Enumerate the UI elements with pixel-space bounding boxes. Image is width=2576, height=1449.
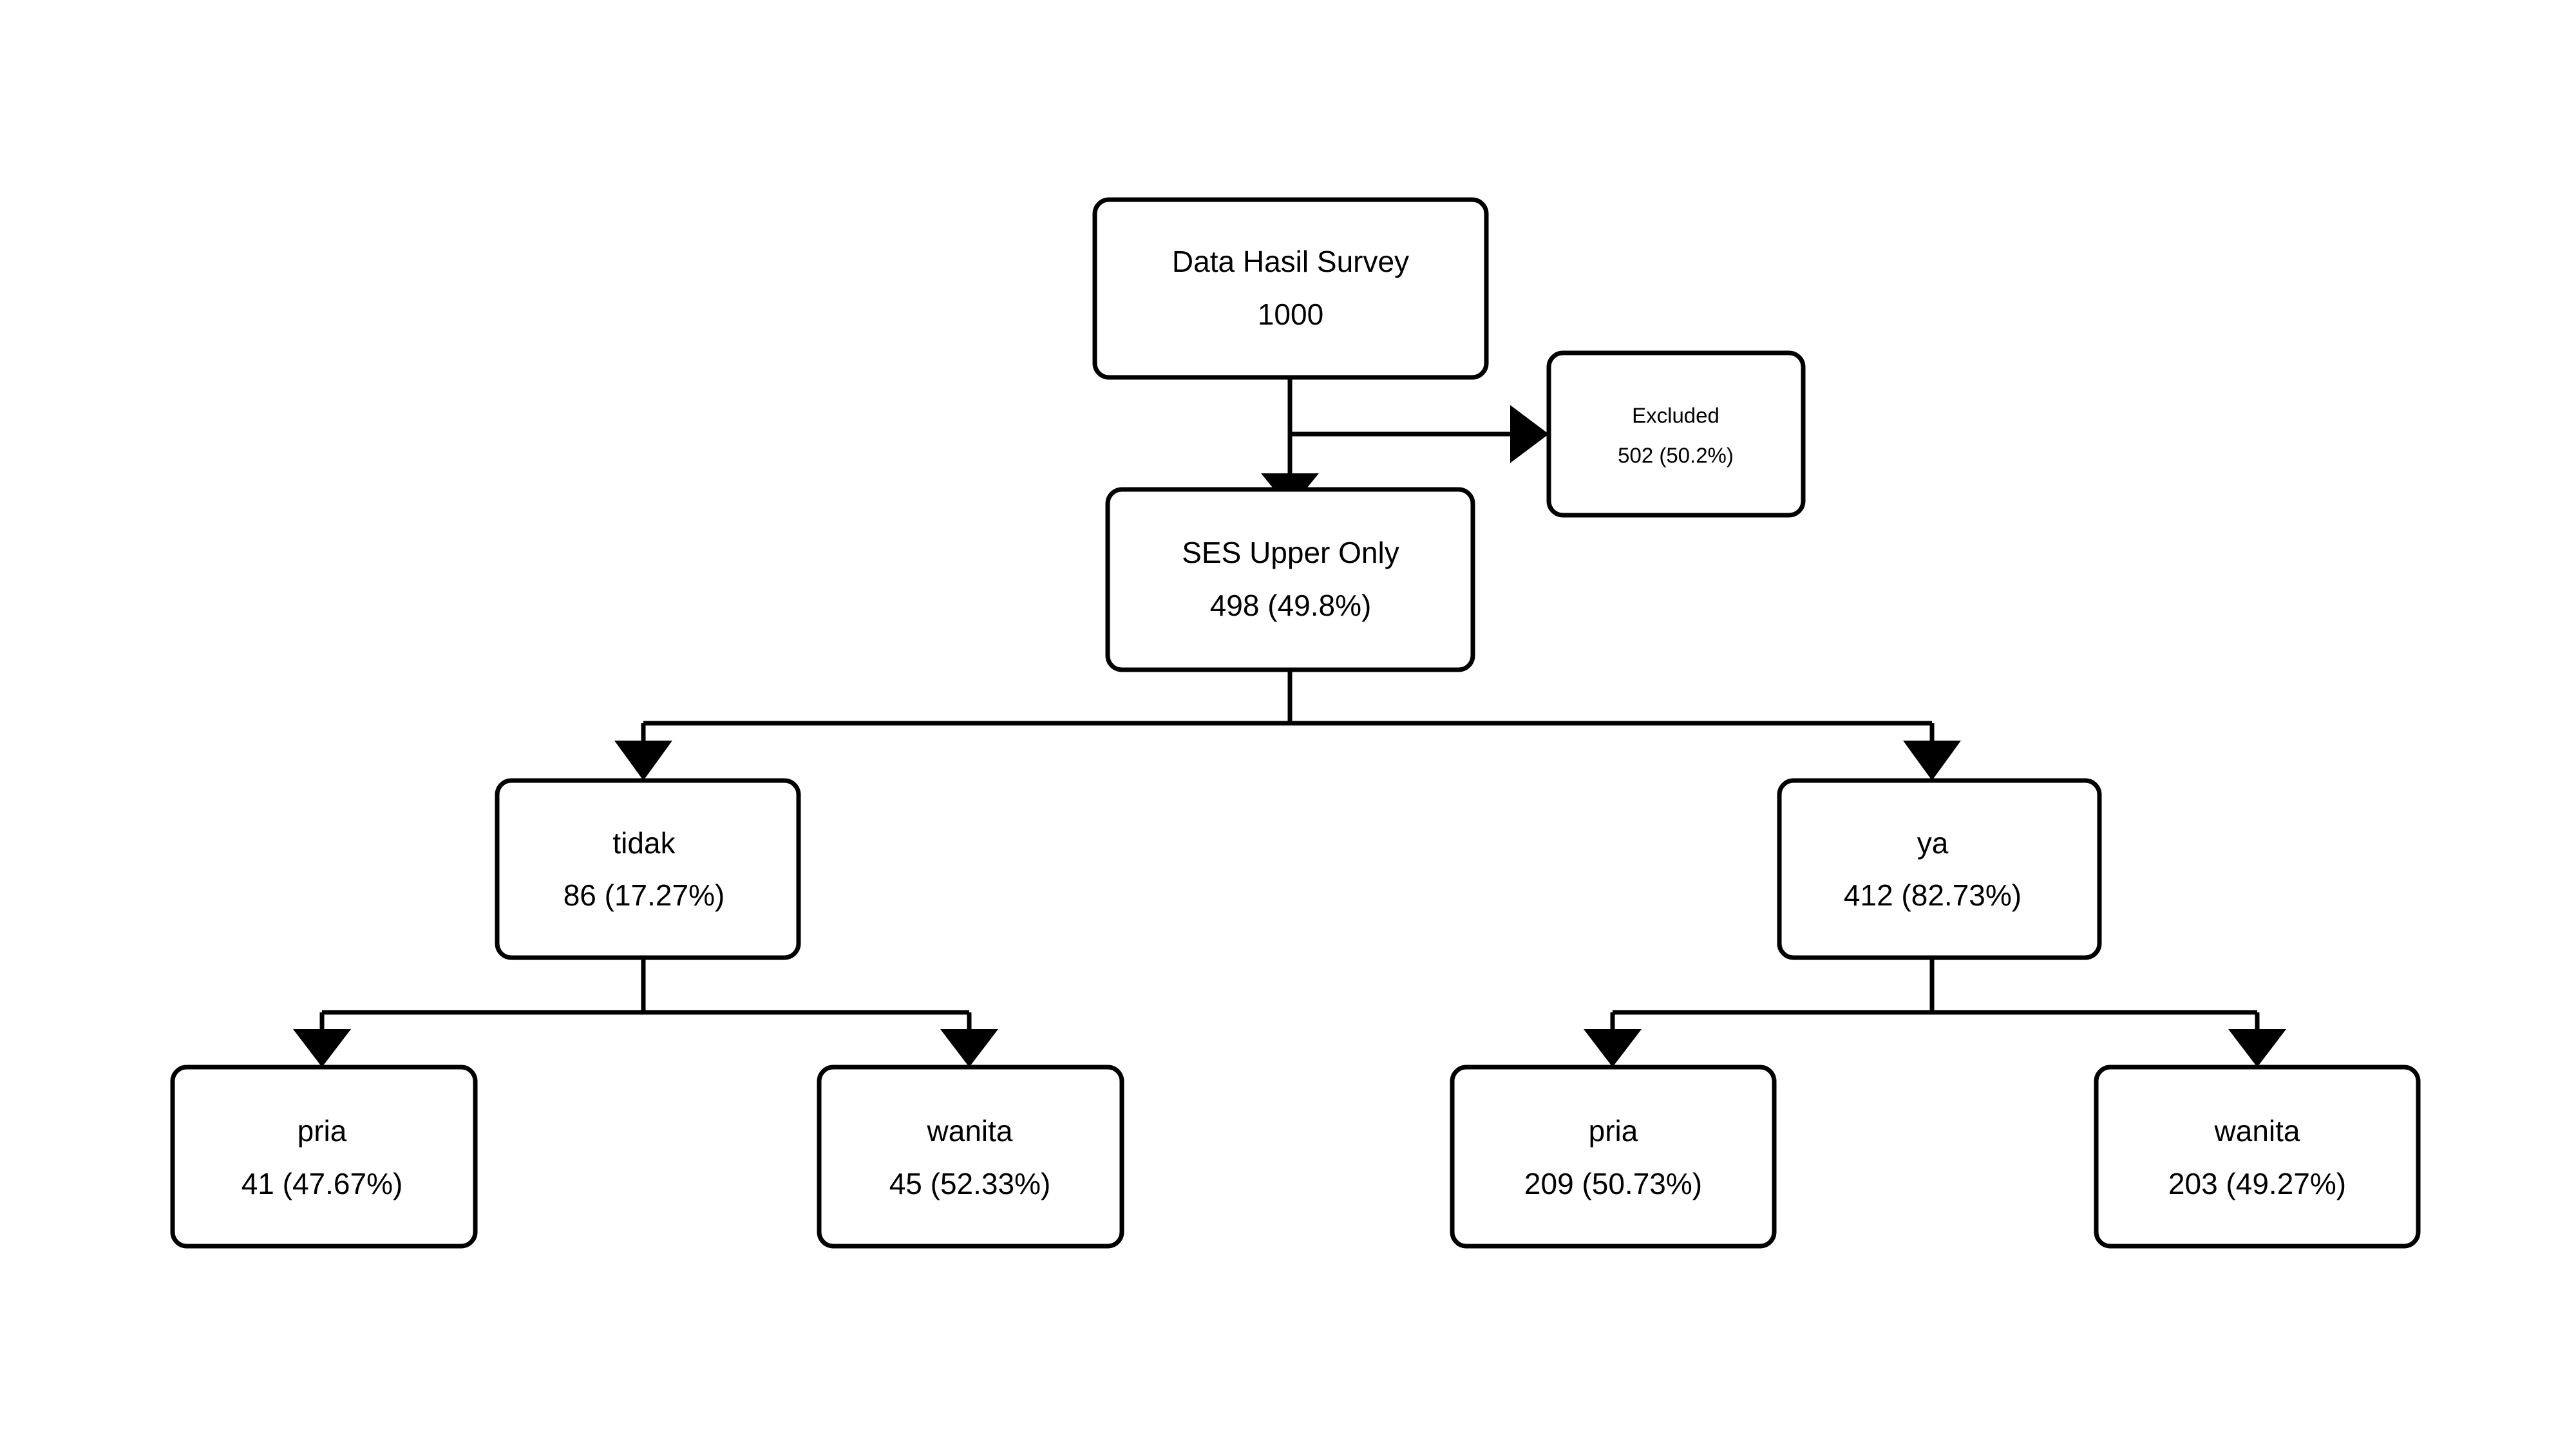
arrowhead-tidak-wanita bbox=[940, 1029, 998, 1067]
node-excluded-line1: Excluded bbox=[1632, 404, 1719, 428]
node-ya-pria-line2: 209 (50.73%) bbox=[1524, 1167, 1702, 1200]
node-box-tidak-pria[interactable] bbox=[170, 1065, 478, 1249]
arrowhead-tidak bbox=[614, 741, 672, 781]
node-ya-wanita-line1: wanita bbox=[2214, 1114, 2300, 1148]
node-ya-line2: 412 (82.73%) bbox=[1844, 878, 2022, 912]
node-ya-wanita[interactable]: wanita 203 (49.27%) bbox=[2094, 1065, 2421, 1249]
arrowhead-ya-pria bbox=[1584, 1029, 1642, 1067]
node-ya[interactable]: ya 412 (82.73%) bbox=[1777, 778, 2102, 960]
node-ya-wanita-line2: 203 (49.27%) bbox=[2168, 1167, 2346, 1200]
node-ya-line1: ya bbox=[1917, 826, 1949, 860]
node-box-root[interactable] bbox=[1092, 197, 1489, 380]
node-box-included[interactable] bbox=[1105, 487, 1475, 672]
node-tidak-pria-line2: 41 (47.67%) bbox=[242, 1167, 403, 1200]
arrowhead-ya bbox=[1903, 741, 1961, 781]
node-tidak-line2: 86 (17.27%) bbox=[564, 878, 725, 912]
node-box-excluded[interactable] bbox=[1546, 350, 1806, 518]
node-root-line2: 1000 bbox=[1258, 298, 1323, 331]
node-ses-upper-only[interactable]: SES Upper Only 498 (49.8%) bbox=[1105, 487, 1475, 672]
node-box-ya-wanita[interactable] bbox=[2094, 1065, 2421, 1249]
arrowhead-excluded bbox=[1510, 405, 1549, 463]
node-box-ya[interactable] bbox=[1777, 778, 2102, 960]
node-included-line2: 498 (49.8%) bbox=[1210, 589, 1372, 622]
node-box-tidak[interactable] bbox=[495, 778, 801, 960]
node-tidak[interactable]: tidak 86 (17.27%) bbox=[495, 778, 801, 960]
arrowhead-tidak-pria bbox=[293, 1029, 351, 1067]
node-box-ya-pria[interactable] bbox=[1450, 1065, 1777, 1249]
node-ya-pria[interactable]: pria 209 (50.73%) bbox=[1450, 1065, 1777, 1249]
node-root-line1: Data Hasil Survey bbox=[1172, 245, 1409, 278]
node-tidak-line1: tidak bbox=[612, 826, 676, 860]
node-tidak-wanita[interactable]: wanita 45 (52.33%) bbox=[817, 1065, 1124, 1249]
node-tidak-wanita-line2: 45 (52.33%) bbox=[889, 1167, 1051, 1200]
node-ya-pria-line1: pria bbox=[1589, 1114, 1638, 1148]
node-tidak-pria[interactable]: pria 41 (47.67%) bbox=[170, 1065, 478, 1249]
node-excluded[interactable]: Excluded 502 (50.2%) bbox=[1546, 350, 1806, 518]
node-tidak-pria-line1: pria bbox=[298, 1114, 347, 1148]
node-box-tidak-wanita[interactable] bbox=[817, 1065, 1124, 1249]
node-included-line1: SES Upper Only bbox=[1182, 536, 1399, 569]
node-data-hasil-survey[interactable]: Data Hasil Survey 1000 bbox=[1092, 197, 1489, 380]
node-excluded-line2: 502 (50.2%) bbox=[1618, 444, 1734, 468]
node-tidak-wanita-line1: wanita bbox=[927, 1114, 1013, 1148]
arrowhead-ya-wanita bbox=[2228, 1029, 2286, 1067]
